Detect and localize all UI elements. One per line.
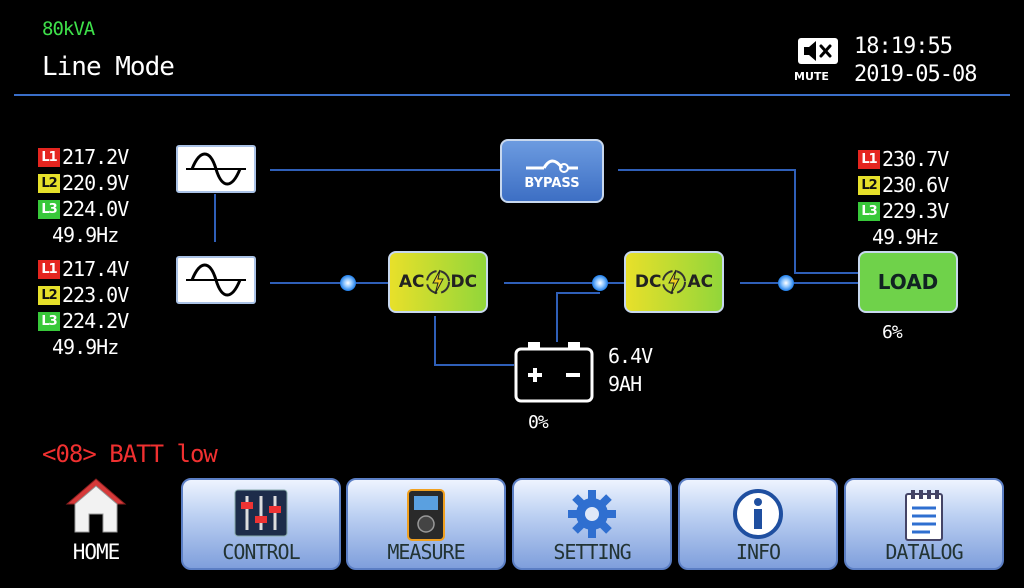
battery-left-horizontal	[434, 364, 514, 366]
battery-percent: 0%	[528, 412, 549, 433]
dc-bus-line	[504, 282, 624, 284]
nav-control-label: CONTROL	[222, 540, 300, 564]
inverter-ac-label: AC	[687, 272, 714, 292]
phase-tag-l1: L1	[38, 259, 60, 279]
alarm-message: <08> BATT low	[42, 440, 218, 468]
inverter-dc-label: DC	[634, 272, 662, 292]
sine-wave-icon	[186, 152, 246, 186]
mains-l1-voltage: 217.2V	[62, 144, 129, 169]
battery-dc-vertical	[556, 292, 558, 342]
clock-date: 2019-05-08	[854, 62, 977, 87]
output-frequency: 49.9Hz	[872, 224, 939, 249]
nav-info-button[interactable]: INFO	[678, 478, 838, 570]
bypass-module[interactable]: BYPASS	[500, 139, 604, 203]
phase-tag-l3: L3	[858, 201, 880, 221]
phase-tag-l3: L3	[38, 311, 60, 331]
inverter-output-line	[740, 282, 858, 284]
flow-node-rect-input	[340, 275, 356, 291]
mains-l3-voltage: 224.0V	[62, 196, 129, 221]
home-label: HOME	[72, 540, 121, 564]
nav-datalog-label: DATALOG	[885, 540, 963, 564]
nav-setting-label: SETTING	[553, 540, 631, 564]
bypass-to-load-line	[794, 272, 860, 274]
rect-input-line	[270, 282, 388, 284]
notebook-log-icon	[905, 490, 943, 541]
sine-wave-icon	[186, 263, 246, 297]
battery-left-vertical	[434, 316, 436, 364]
mute-label: MUTE	[794, 70, 829, 83]
nav-measure-label: MEASURE	[387, 540, 465, 564]
mains-link-line	[214, 194, 216, 242]
output-l3-voltage: 229.3V	[882, 198, 949, 223]
phase-tag-l2: L2	[858, 175, 880, 195]
rect-l3-voltage: 224.2V	[62, 308, 129, 333]
rectifier-dc-label: DC	[450, 272, 478, 292]
bypass-switch-icon	[526, 159, 578, 173]
battery-dc-horizontal	[556, 292, 600, 294]
output-l1-voltage: 230.7V	[882, 146, 949, 171]
nav-info-label: INFO	[735, 540, 781, 564]
nav-control-button[interactable]: CONTROL	[181, 478, 341, 570]
flow-node-output	[778, 275, 794, 291]
battery-icon	[514, 342, 594, 403]
speaker-muted-icon	[798, 38, 838, 64]
phase-tag-l2: L2	[38, 285, 60, 305]
bypass-drop-line	[794, 169, 796, 273]
rect-frequency: 49.9Hz	[52, 334, 119, 359]
info-icon	[733, 489, 783, 539]
home-button[interactable]: HOME	[52, 474, 140, 574]
battery-capacity: 9AH	[608, 372, 642, 396]
load-label: LOAD	[877, 270, 939, 294]
conversion-bolt-icon	[662, 269, 687, 295]
ups-rating: 80kVA	[42, 18, 95, 40]
bypass-input-line	[270, 169, 500, 171]
output-l2-voltage: 230.6V	[882, 172, 949, 197]
load-percent: 6%	[882, 322, 903, 343]
nav-measure-button[interactable]: MEASURE	[346, 478, 506, 570]
sliders-icon	[234, 489, 288, 537]
phase-tag-l2: L2	[38, 173, 60, 193]
inverter-module[interactable]: DC AC	[624, 251, 724, 313]
phase-tag-l1: L1	[858, 149, 880, 169]
phase-tag-l3: L3	[38, 199, 60, 219]
bypass-label: BYPASS	[524, 175, 580, 191]
header-divider	[14, 94, 1010, 96]
rectifier-source-icon[interactable]	[176, 256, 256, 304]
flow-node-dc-bus	[592, 275, 608, 291]
phase-tag-l1: L1	[38, 147, 60, 167]
operating-mode: Line Mode	[42, 52, 175, 82]
bypass-output-line	[618, 169, 794, 171]
mute-button[interactable]	[796, 36, 840, 82]
clock-time: 18:19:55	[854, 34, 953, 59]
rect-l1-voltage: 217.4V	[62, 256, 129, 281]
gear-icon	[568, 490, 616, 538]
rect-l2-voltage: 223.0V	[62, 282, 129, 307]
battery-voltage: 6.4V	[608, 344, 653, 368]
rectifier-ac-label: AC	[398, 272, 425, 292]
mains-source-icon[interactable]	[176, 145, 256, 193]
nav-setting-button[interactable]: SETTING	[512, 478, 672, 570]
nav-datalog-button[interactable]: DATALOG	[844, 478, 1004, 570]
multimeter-icon	[407, 489, 445, 541]
load-module[interactable]: LOAD	[858, 251, 958, 313]
home-icon	[65, 478, 127, 533]
rectifier-module[interactable]: AC DC	[388, 251, 488, 313]
mains-l2-voltage: 220.9V	[62, 170, 129, 195]
mains-frequency: 49.9Hz	[52, 222, 119, 247]
battery-module[interactable]	[514, 340, 594, 408]
conversion-bolt-icon	[425, 269, 450, 295]
